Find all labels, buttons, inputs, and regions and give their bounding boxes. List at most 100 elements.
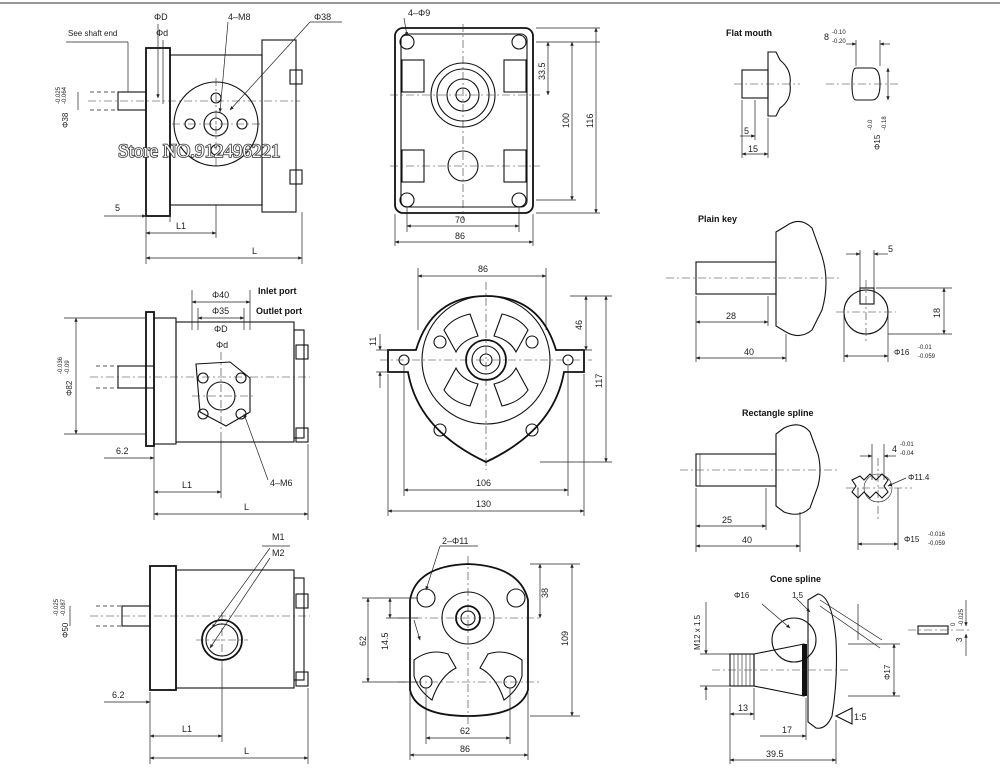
label-mid-phid: Φd bbox=[216, 340, 228, 350]
title-cone-spline: Cone spline bbox=[770, 574, 821, 584]
view-bottom-middle-round-flange bbox=[362, 545, 580, 760]
tol-spline-dia-lower: -0.059 bbox=[928, 541, 946, 547]
dim-bottom-L1: L1 bbox=[182, 724, 192, 734]
tol-cone-3-upper: 0 bbox=[951, 622, 957, 626]
dim-bottom-14-5: 14.5 bbox=[380, 632, 390, 650]
tol-flat-8-upper: -0.10 bbox=[832, 30, 846, 36]
tol-key-dia-lower: -0.059 bbox=[918, 354, 936, 360]
dim-cone-3: 3 bbox=[955, 637, 964, 642]
dim-bottom-109: 109 bbox=[560, 631, 570, 646]
label-inlet-port: Inlet port bbox=[258, 286, 297, 296]
tol-key-dia-upper: -0.01 bbox=[918, 345, 932, 351]
dim-bottom-38: 38 bbox=[540, 588, 550, 598]
dim-spline-40: 40 bbox=[742, 535, 752, 545]
tol-mid-shaft-upper: -0.036 bbox=[58, 356, 64, 374]
label-mid-shaft-dia: Φ82 bbox=[65, 380, 74, 396]
tol-spline-4-lower: -0.04 bbox=[900, 451, 914, 457]
dim-116: 116 bbox=[585, 114, 595, 128]
label-phi40: Φ40 bbox=[212, 290, 229, 300]
tol-flat-dia-upper: -0.0 bbox=[868, 119, 874, 130]
label-holes-2-phi11: 2–Φ11 bbox=[442, 536, 469, 546]
title-plain-key: Plain key bbox=[698, 214, 737, 224]
dim-cone-39-5: 39.5 bbox=[766, 749, 784, 759]
label-cone-taper: 1:5 bbox=[854, 712, 867, 722]
dim-flat-15: 15 bbox=[748, 144, 758, 154]
dim-86: 86 bbox=[455, 231, 465, 241]
label-m2: M2 bbox=[272, 548, 285, 558]
label-cone-dia-17: Φ17 bbox=[883, 664, 892, 680]
dim-flat-8: 8 bbox=[824, 32, 829, 42]
view-rectangle-spline bbox=[680, 424, 912, 552]
view-top-left-side bbox=[66, 21, 342, 264]
dim-cone-17: 17 bbox=[782, 725, 792, 735]
dim-key-5: 5 bbox=[888, 244, 893, 254]
dim-spline-25: 25 bbox=[722, 515, 732, 525]
label-phi35: Φ35 bbox=[212, 306, 229, 316]
tol-bottom-shaft-upper: -0.025 bbox=[54, 598, 60, 616]
label-spline-dia-11-4: Φ11.4 bbox=[908, 473, 930, 482]
dim-bottom-86: 86 bbox=[460, 744, 470, 754]
dim-mid-117: 117 bbox=[594, 374, 604, 388]
label-phid: Φd bbox=[156, 28, 168, 38]
dim-mid-L: L bbox=[244, 502, 249, 512]
dim-spline-4: 4 bbox=[892, 444, 897, 454]
view-mid-center-oval-flange bbox=[376, 268, 612, 516]
dim-bottom-62-v: 62 bbox=[358, 636, 368, 646]
label-key-dia: Φ16 bbox=[894, 348, 910, 357]
dim-cone-1-5: 1.5 bbox=[792, 591, 804, 600]
dim-33-5: 33.5 bbox=[537, 62, 547, 80]
dim-bottom-62-h: 62 bbox=[460, 726, 470, 736]
label-holes-4-phi9: 4–Φ9 bbox=[408, 8, 430, 18]
tol-flat-8-lower: -0.20 bbox=[832, 39, 846, 45]
tol-mid-shaft-lower: -0.09 bbox=[65, 360, 71, 374]
label-spline-dia-15: Φ15 bbox=[904, 535, 920, 544]
label-cone-thread: M12 x 1.5 bbox=[693, 614, 702, 650]
label-bottom-shaft-dia: Φ50 bbox=[61, 622, 70, 638]
label-see-shaft-end: See shaft end bbox=[68, 29, 117, 38]
view-cone-spline bbox=[700, 593, 972, 764]
dim-mid-11: 11 bbox=[368, 337, 378, 346]
dim-key-40: 40 bbox=[744, 347, 754, 357]
title-rectangle-spline: Rectangle spline bbox=[742, 408, 814, 418]
dim-flat-5: 5 bbox=[744, 126, 749, 136]
dim-bottom-6-2: 6.2 bbox=[112, 690, 125, 700]
label-shaft-tol-upper: -0.025 bbox=[56, 86, 62, 104]
dim-mid-86: 86 bbox=[478, 264, 488, 274]
dim-mid-130: 130 bbox=[476, 499, 491, 509]
dim-100: 100 bbox=[561, 113, 571, 128]
label-outlet-port: Outlet port bbox=[256, 306, 302, 316]
dim-key-18: 18 bbox=[932, 308, 942, 318]
label-phi38: Φ38 bbox=[314, 12, 331, 22]
dim-70: 70 bbox=[455, 215, 465, 225]
dim-L1: L1 bbox=[176, 221, 186, 231]
tol-flat-dia-lower: -0.18 bbox=[882, 116, 888, 130]
view-plain-key bbox=[666, 220, 952, 362]
label-cone-dia-16: Φ16 bbox=[734, 591, 750, 600]
title-flat-mouth: Flat mouth bbox=[726, 28, 772, 38]
dim-bottom-L: L bbox=[244, 746, 249, 756]
tol-spline-dia-upper: -0.016 bbox=[928, 532, 946, 538]
tol-bottom-shaft-lower: -0.087 bbox=[61, 598, 67, 616]
view-flat-mouth bbox=[734, 40, 900, 158]
dim-5: 5 bbox=[115, 203, 120, 213]
label-bolts-m6: 4–M6 bbox=[270, 478, 293, 488]
label-shaft-tol-lower: -0.064 bbox=[62, 86, 68, 104]
dim-cone-13: 13 bbox=[738, 703, 748, 713]
dim-key-28: 28 bbox=[726, 311, 736, 321]
dim-L: L bbox=[252, 246, 257, 256]
watermark: Store NO.912496221 bbox=[118, 141, 281, 162]
dim-mid-6-2: 6.2 bbox=[116, 446, 129, 456]
dim-mid-46: 46 bbox=[574, 320, 584, 330]
label-mid-phiD: ΦD bbox=[214, 324, 228, 334]
label-m1: M1 bbox=[272, 532, 285, 542]
view-bottom-left-side bbox=[69, 545, 310, 764]
dim-mid-L1: L1 bbox=[182, 480, 192, 490]
view-mid-left-side bbox=[64, 290, 310, 520]
label-flat-dia: Φ15 bbox=[873, 134, 882, 150]
tol-spline-4-upper: -0.01 bbox=[900, 442, 914, 448]
label-bolts-m8: 4–M8 bbox=[228, 12, 251, 22]
tol-cone-3-lower: -0.025 bbox=[959, 608, 965, 626]
dim-mid-106: 106 bbox=[476, 478, 491, 488]
label-phiD: ΦD bbox=[154, 12, 168, 22]
